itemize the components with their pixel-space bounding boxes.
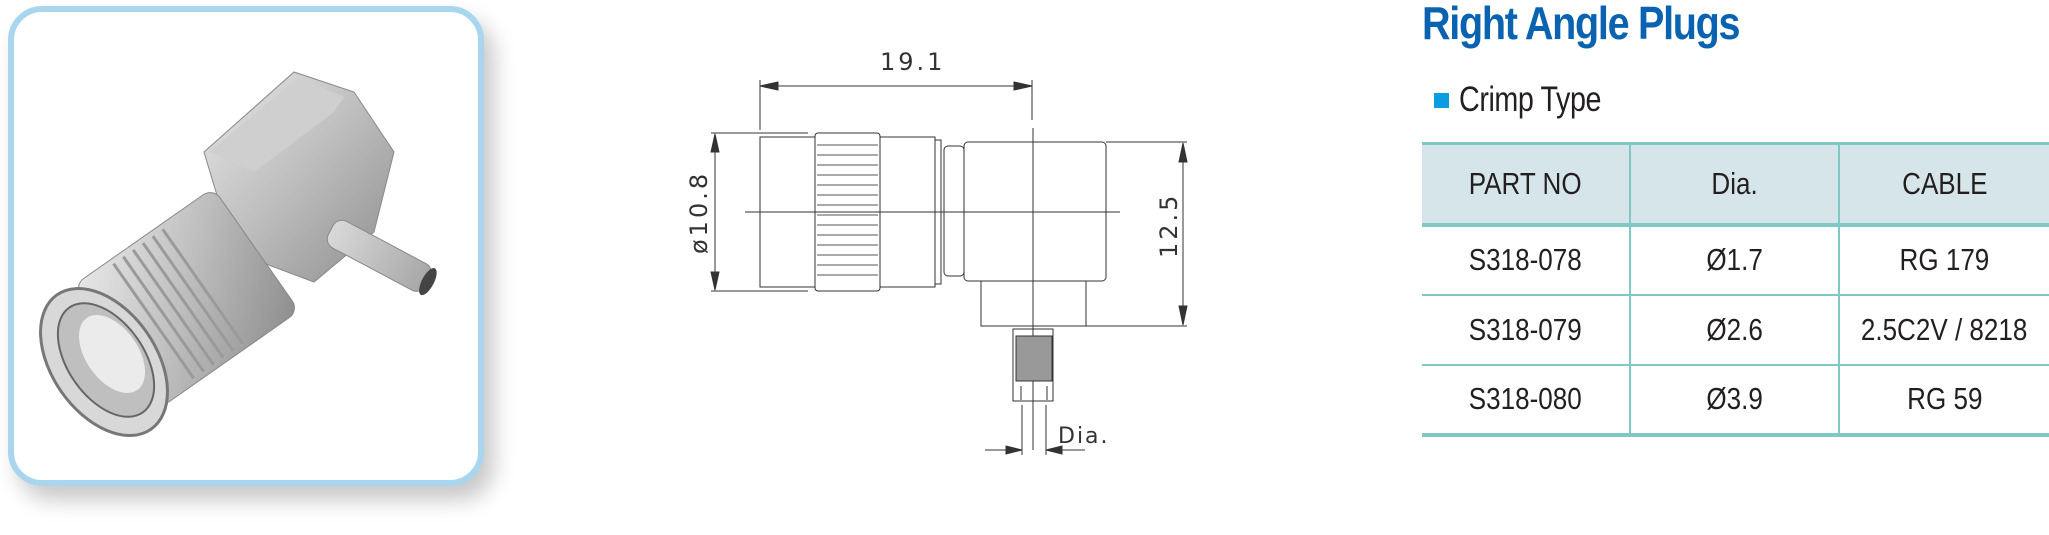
table-row: S318-079 Ø2.6 2.5C2V / 8218 xyxy=(1422,294,2049,365)
cell-cable: RG 179 xyxy=(1838,224,2049,295)
dim-height-label: 12.5 xyxy=(1155,193,1183,258)
dim-cable-dia-label: Dia. xyxy=(1058,424,1110,449)
dim-diameter-label: ø10.8 xyxy=(685,171,713,254)
connector-photo xyxy=(39,71,437,437)
square-bullet-icon xyxy=(1434,92,1449,108)
cell-part-no: S318-079 xyxy=(1468,311,1582,347)
cell-cable: 2.5C2V / 8218 xyxy=(1838,294,2049,365)
header-dia: Dia. xyxy=(1628,143,1840,225)
cell-part-no: S318-078 xyxy=(1468,242,1582,277)
subtitle-text: Crimp Type xyxy=(1459,80,1602,119)
cell-part-no: S318-080 xyxy=(1468,381,1582,416)
product-photo-frame xyxy=(8,6,484,486)
section-subtitle: Crimp Type xyxy=(1434,80,1632,120)
cell-dia: Ø3.9 xyxy=(1628,364,1840,435)
dim-length-label: 19.1 xyxy=(880,48,945,76)
table-header-row: PART NO Dia. CABLE xyxy=(1422,143,2049,225)
cell-cable: RG 59 xyxy=(1838,364,2049,435)
cell-dia: Ø1.7 xyxy=(1628,224,1840,295)
table-row: S318-078 Ø1.7 RG 179 xyxy=(1422,224,2049,295)
header-cable: CABLE xyxy=(1838,143,2049,225)
spec-table: PART NO Dia. CABLE S318-078 Ø1.7 RG 179 … xyxy=(1422,142,2049,437)
page-title: Right Angle Plugs xyxy=(1422,0,1741,49)
header-part-no: PART NO xyxy=(1468,165,1582,201)
table-row: S318-080 Ø3.9 RG 59 xyxy=(1422,364,2049,435)
cell-dia: Ø2.6 xyxy=(1628,294,1840,365)
technical-drawing: 19.1 ø10.8 12.5 Dia. xyxy=(685,48,1188,455)
